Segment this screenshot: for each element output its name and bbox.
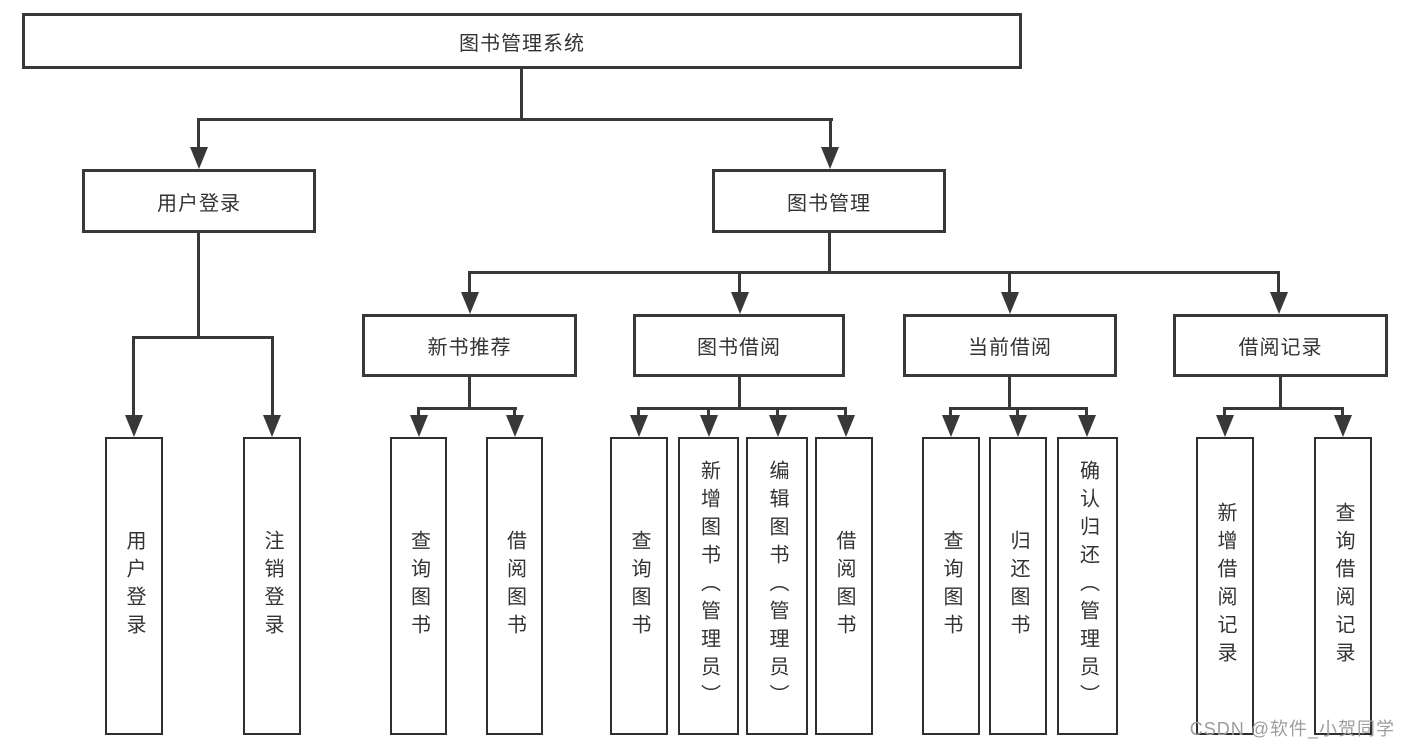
connector-line: [1008, 271, 1011, 296]
leaf-label: 新增借阅记录: [1214, 502, 1236, 670]
arrow-down-icon: [630, 415, 648, 437]
leaf-label: 编辑图书（管理员）: [766, 460, 788, 712]
leaf-label: 借阅图书: [833, 530, 855, 642]
leaf-label: 新增图书（管理员）: [697, 460, 720, 712]
connector-line: [707, 407, 710, 421]
node-label: 新书推荐: [427, 337, 512, 359]
leaf-return-books: 归还图书: [989, 437, 1047, 735]
leaf-borrow-books-recommend: 借阅图书: [486, 437, 543, 735]
leaf-add-borrow-record: 新增借阅记录: [1196, 437, 1254, 735]
arrow-down-icon: [821, 147, 839, 169]
node-label: 图书借阅: [697, 337, 781, 359]
connector-line: [1008, 377, 1011, 410]
leaf-edit-books-admin: 编辑图书（管理员）: [746, 437, 808, 735]
arrow-down-icon: [731, 292, 749, 314]
leaf-user-login: 用户登录: [105, 437, 163, 735]
connector-line: [197, 118, 833, 121]
connector-line: [1223, 407, 1226, 421]
connector-line: [132, 336, 135, 420]
connector-line: [468, 377, 471, 410]
arrow-down-icon: [1078, 415, 1096, 437]
arrow-down-icon: [700, 415, 718, 437]
arrow-down-icon: [461, 292, 479, 314]
connector-line: [829, 118, 832, 151]
connector-line: [949, 407, 952, 421]
arrow-down-icon: [1009, 415, 1027, 437]
connector-line: [1341, 407, 1344, 421]
watermark: CSDN @软件_小贺同学: [1189, 719, 1395, 739]
leaf-add-books-admin: 新增图书（管理员）: [678, 437, 739, 735]
node-book-borrow: 图书借阅: [633, 314, 845, 377]
node-borrow-record: 借阅记录: [1173, 314, 1388, 377]
leaf-query-books-recommend: 查询图书: [390, 437, 447, 735]
connector-line: [776, 407, 779, 421]
leaf-label: 归还图书: [1007, 530, 1029, 642]
leaf-label: 用户登录: [123, 530, 145, 642]
connector-line: [1279, 377, 1282, 410]
connector-line: [637, 407, 847, 410]
node-user-login: 用户登录: [82, 169, 316, 233]
node-label: 图书管理系统: [459, 32, 585, 55]
leaf-label: 查询借阅记录: [1332, 502, 1354, 670]
connector-line: [520, 69, 523, 120]
node-library-management-system: 图书管理系统: [22, 13, 1022, 69]
connector-line: [1277, 271, 1280, 296]
arrow-down-icon: [263, 415, 281, 437]
connector-line: [828, 233, 831, 274]
leaf-logout: 注销登录: [243, 437, 301, 735]
leaf-label: 确认归还（管理员）: [1076, 460, 1099, 712]
connector-line: [468, 271, 471, 296]
node-new-book-recommend: 新书推荐: [362, 314, 577, 377]
arrow-down-icon: [190, 147, 208, 169]
connector-line: [1085, 407, 1088, 421]
arrow-down-icon: [1270, 292, 1288, 314]
leaf-confirm-return-admin: 确认归还（管理员）: [1057, 437, 1118, 735]
connector-line: [197, 233, 200, 339]
leaf-label: 借阅图书: [503, 530, 526, 642]
node-label: 当前借阅: [968, 337, 1052, 359]
node-label: 图书管理: [787, 192, 871, 215]
node-book-management: 图书管理: [712, 169, 946, 233]
node-label: 借阅记录: [1238, 337, 1323, 359]
connector-line: [738, 271, 741, 296]
leaf-label: 注销登录: [261, 530, 283, 642]
connector-line: [513, 407, 516, 421]
leaf-label: 查询图书: [628, 530, 650, 642]
arrow-down-icon: [506, 415, 524, 437]
node-label: 用户登录: [157, 192, 241, 215]
leaf-label: 查询图书: [940, 530, 962, 642]
leaf-query-borrow-record: 查询借阅记录: [1314, 437, 1372, 735]
arrow-down-icon: [125, 415, 143, 437]
connector-line: [417, 407, 517, 410]
arrow-down-icon: [942, 415, 960, 437]
node-current-borrow: 当前借阅: [903, 314, 1117, 377]
arrow-down-icon: [769, 415, 787, 437]
connector-line: [132, 336, 274, 339]
arrow-down-icon: [410, 415, 428, 437]
leaf-borrow-books: 借阅图书: [815, 437, 873, 735]
arrow-down-icon: [1001, 292, 1019, 314]
connector-line: [197, 118, 200, 151]
leaf-label: 查询图书: [407, 530, 430, 642]
connector-line: [844, 407, 847, 421]
arrow-down-icon: [1334, 415, 1352, 437]
connector-line: [468, 271, 1280, 274]
connector-line: [1223, 407, 1344, 410]
leaf-query-books-current: 查询图书: [922, 437, 980, 735]
arrow-down-icon: [837, 415, 855, 437]
connector-line: [637, 407, 640, 421]
connector-line: [417, 407, 420, 421]
connector-line: [271, 336, 274, 420]
leaf-query-books-borrow: 查询图书: [610, 437, 668, 735]
arrow-down-icon: [1216, 415, 1234, 437]
connector-line: [1016, 407, 1019, 421]
connector-line: [738, 377, 741, 410]
